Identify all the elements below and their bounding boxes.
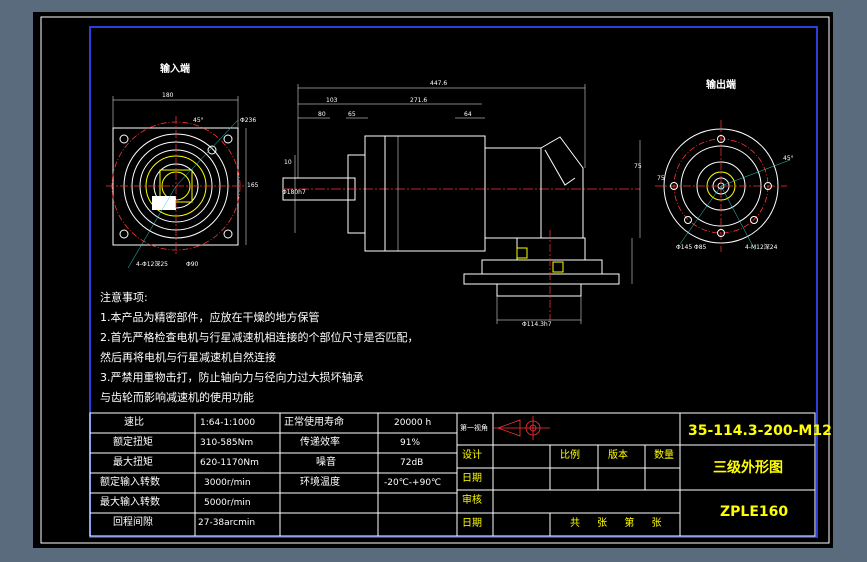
spec-value: 310-585Nm — [200, 438, 254, 448]
col-version: 版本 — [608, 450, 628, 461]
projection-symbol-icon — [494, 416, 550, 440]
notes-line-5: 与齿轮而影响减速机的使用功能 — [100, 391, 254, 404]
title-block-grid — [456, 412, 816, 537]
notes-line-2: 2.首先严格检查电机与行星减速机相连接的个部位尺寸是否匹配， — [100, 331, 419, 344]
notes-line-4: 3.严禁用重物击打，防止轴向力与径向力过大损坏轴承 — [100, 371, 364, 384]
dim-side-c: 80 — [318, 111, 326, 118]
dim-side-h: 75 — [634, 163, 642, 170]
dim-side-bottom: Φ114.3h7 — [522, 321, 552, 328]
notes-title: 注意事项: — [100, 291, 148, 304]
input-end-view — [106, 96, 247, 269]
spec-value: 27-38arcmin — [198, 518, 256, 528]
output-end-label: 输出端 — [706, 80, 736, 91]
dim-input-holes: 4-Φ12深25 — [136, 261, 168, 268]
dim-output-d2: Φ145 — [676, 244, 693, 251]
spec-label: 最大扭矩 — [113, 457, 153, 468]
inner-frame — [89, 26, 818, 538]
dim-side-a: 103 — [326, 97, 338, 104]
dim-input-angle: 45° — [193, 117, 204, 124]
model-space — [33, 12, 833, 548]
dim-side-b: 271.6 — [410, 97, 428, 104]
col-ratio: 比例 — [560, 450, 580, 461]
dim-input-width: 180 — [162, 92, 174, 99]
spec-value: 620-1170Nm — [200, 458, 259, 468]
spec-label: 额定扭矩 — [113, 437, 153, 448]
projection-label: 第一视角 — [460, 424, 488, 432]
product-model: ZPLE160 — [720, 504, 789, 520]
dim-output-angle: 45° — [783, 155, 794, 162]
spec-label-2: 正常使用寿命 — [284, 417, 344, 428]
outer-frame — [40, 16, 830, 544]
side-view — [282, 84, 641, 324]
output-end-view — [655, 120, 791, 252]
dim-side-g: Φ180h7 — [282, 189, 306, 196]
row-review: 审核 — [462, 495, 482, 506]
row-date-2: 日期 — [462, 518, 482, 529]
spec-value-2: -20℃-+90℃ — [384, 478, 442, 488]
notes-line-3: 然后再将电机与行星减速机自然连接 — [100, 351, 276, 364]
dim-output-holes: 4-M12深24 — [745, 244, 778, 251]
spec-value: 3000r/min — [204, 478, 251, 488]
spec-value-2: 72dB — [400, 458, 424, 468]
spec-value-2: 91% — [400, 438, 421, 448]
input-end-label: 输入端 — [160, 64, 190, 75]
dim-side-total: 447.6 — [430, 80, 448, 87]
dim-input-d1: Φ236 — [240, 117, 257, 124]
spec-label: 回程间隙 — [113, 517, 153, 528]
spec-label: 额定输入转数 — [100, 477, 160, 488]
spec-table-grid — [89, 412, 458, 537]
notes-line-1: 1.本产品为精密部件，应放在干燥的地方保管 — [100, 311, 320, 324]
col-quantity: 数量 — [654, 450, 674, 461]
spec-value: 1:64-1:1000 — [200, 418, 256, 428]
model-code: 35-114.3-200-M12 — [688, 423, 832, 439]
row-design: 设计 — [462, 450, 482, 461]
dim-side-d: 65 — [348, 111, 356, 118]
row-date: 日期 — [462, 473, 482, 484]
dim-input-d2: Φ90 — [186, 261, 199, 268]
drawing-name: 三级外形图 — [713, 460, 783, 476]
dim-output-side: 75 — [657, 175, 665, 182]
spec-label: 最大输入转数 — [100, 497, 160, 508]
spec-label-2: 噪音 — [316, 457, 336, 468]
dim-side-f: 10 — [284, 159, 292, 166]
spec-label: 速比 — [124, 417, 144, 428]
dim-output-d1: Φ85 — [694, 244, 707, 251]
dim-side-e: 64 — [464, 111, 472, 118]
spec-value-2: 20000 h — [394, 418, 432, 428]
dim-input-side: 165 — [247, 182, 259, 189]
sheet-count: 共 张 第 张 — [570, 518, 662, 529]
spec-label-2: 传递效率 — [300, 437, 340, 448]
spec-label-2: 环境温度 — [300, 477, 340, 488]
spec-value: 5000r/min — [204, 498, 251, 508]
